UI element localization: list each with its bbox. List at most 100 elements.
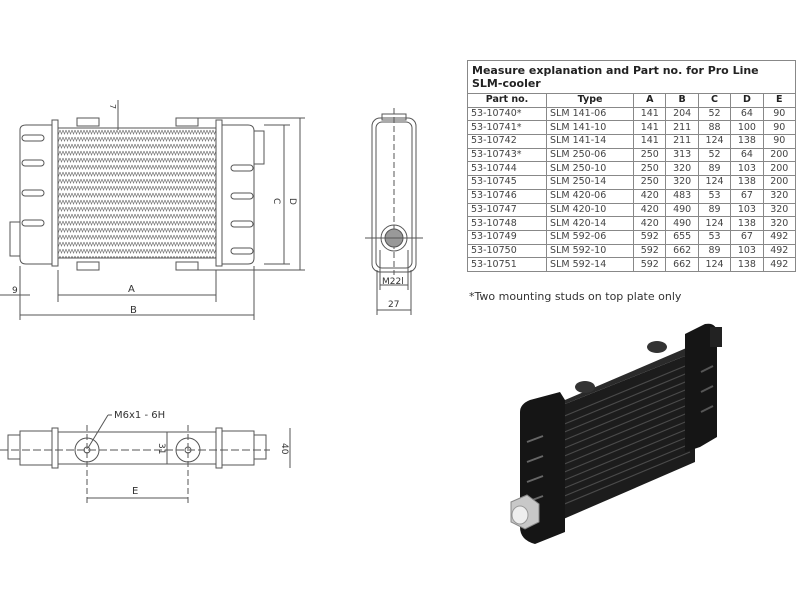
table-cell: 141 — [633, 120, 667, 136]
table-cell: 655 — [665, 229, 699, 245]
table-cell: 53-10748 — [466, 216, 548, 231]
col-b: B — [665, 93, 699, 108]
table-cell: SLM 420-06 — [546, 188, 635, 204]
table-cell: 103 — [730, 243, 764, 259]
table-cell: 53-10751 — [466, 257, 548, 272]
table-cell: 592 — [633, 243, 667, 259]
table-cell: 420 — [633, 216, 667, 231]
spec-table: Measure explanation and Part no. for Pro… — [466, 60, 797, 272]
table-cell: 138 — [730, 216, 764, 231]
dim-thread-label: M22l — [382, 277, 404, 287]
table-cell: 53-10744 — [466, 161, 548, 177]
table-cell: 64 — [730, 147, 764, 163]
table-cell: SLM 592-06 — [546, 229, 635, 245]
table-cell: 320 — [762, 188, 797, 204]
col-c: C — [697, 93, 732, 108]
table-cell: 141 — [633, 134, 667, 149]
table-cell: 138 — [730, 134, 764, 149]
table-cell: 53 — [697, 188, 732, 204]
table-cell: 250 — [633, 161, 667, 177]
table-cell: 124 — [697, 134, 732, 149]
col-d: D — [730, 93, 764, 108]
table-cell: SLM 250-10 — [546, 161, 635, 177]
table-cell: 141 — [633, 106, 667, 122]
table-cell: 90 — [762, 120, 797, 136]
table-cell: 53-10740* — [466, 106, 548, 122]
table-cell: 103 — [730, 202, 764, 218]
table-cell: 313 — [665, 147, 699, 163]
table-cell: 204 — [665, 106, 699, 122]
table-cell: 53-10742 — [466, 134, 548, 149]
table-cell: 103 — [730, 161, 764, 177]
table-cell: 90 — [762, 134, 797, 149]
table-cell: 200 — [762, 161, 797, 177]
table-cell: 250 — [633, 147, 667, 163]
col-e: E — [762, 93, 797, 108]
table-cell: 89 — [697, 202, 732, 218]
table-cell: 52 — [697, 147, 732, 163]
col-type: Type — [546, 93, 635, 108]
table-cell: 124 — [697, 175, 732, 190]
table-header-row: Part no. Type A B C D E — [466, 93, 797, 108]
table-cell: 53-10741* — [466, 120, 548, 136]
table-cell: 490 — [665, 216, 699, 231]
table-cell: 320 — [762, 216, 797, 231]
table-cell: 662 — [665, 257, 699, 272]
dim-a-label: A — [128, 284, 135, 295]
front-view-drawing: A B 9 C D 7 — [0, 100, 305, 320]
table-cell: 320 — [665, 175, 699, 190]
thread-callout: M6x1 - 6H — [114, 410, 165, 421]
table-cell: 89 — [697, 243, 732, 259]
side-view-drawing: M22l 27 — [365, 108, 423, 315]
dim-9-label: 9 — [12, 286, 18, 296]
dim-27-label: 27 — [388, 300, 399, 310]
table-cell: 53 — [697, 229, 732, 245]
dim-e-label: E — [132, 486, 138, 497]
table-cell: 200 — [762, 175, 797, 190]
table-cell: 53-10745 — [466, 175, 548, 190]
table-cell: 320 — [762, 202, 797, 218]
col-part-no: Part no. — [466, 93, 548, 108]
table-cell: 138 — [730, 175, 764, 190]
table-cell: 64 — [730, 106, 764, 122]
table-cell: SLM 141-14 — [546, 134, 635, 149]
dim-40-label: 40 — [279, 443, 289, 455]
table-cell: 67 — [730, 188, 764, 204]
table-cell: 211 — [665, 120, 699, 136]
table-cell: 88 — [697, 120, 732, 136]
dim-d-label: D — [287, 198, 297, 205]
table-cell: 420 — [633, 202, 667, 218]
col-a: A — [633, 93, 667, 108]
table-cell: 90 — [762, 106, 797, 122]
table-cell: 492 — [762, 243, 797, 259]
table-cell: 211 — [665, 134, 699, 149]
table-cell: SLM 250-06 — [546, 147, 635, 163]
table-cell: 67 — [730, 229, 764, 245]
table-cell: 200 — [762, 147, 797, 163]
table-cell: 592 — [633, 229, 667, 245]
table-cell: 53-10743* — [466, 147, 548, 163]
table-title: Measure explanation and Part no. for Pro… — [467, 60, 796, 93]
table-cell: 320 — [665, 161, 699, 177]
table-cell: 250 — [633, 175, 667, 190]
table-cell: 492 — [762, 257, 797, 272]
table-cell: 492 — [762, 229, 797, 245]
table-cell: 53-10747 — [466, 202, 548, 218]
table-cell: 53-10746 — [466, 188, 548, 204]
table-cell: SLM 141-10 — [546, 120, 635, 136]
table-cell: 592 — [633, 257, 667, 272]
table-cell: 89 — [697, 161, 732, 177]
footnote: *Two mounting studs on top plate only — [469, 290, 682, 303]
table-cell: 420 — [633, 188, 667, 204]
